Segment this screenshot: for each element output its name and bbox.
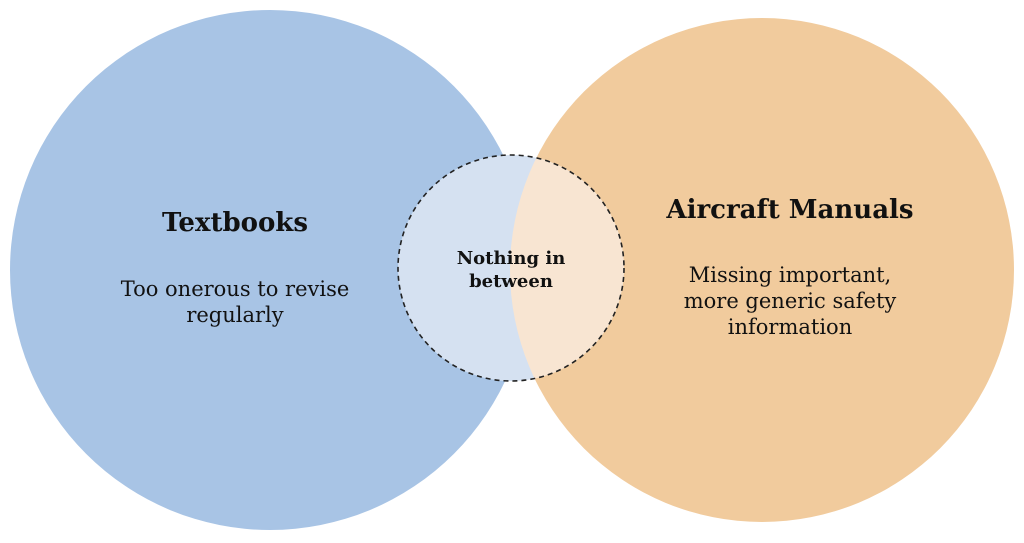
right-set-description: Missing important, more generic safety i… (683, 263, 897, 339)
right-set-title: Aircraft Manuals (666, 195, 914, 225)
intersection-label: Nothing in between (456, 248, 566, 292)
intersection-outline (397, 154, 625, 382)
right-set-circle (510, 18, 1014, 522)
left-set-circle (10, 10, 530, 530)
left-set-description: Too onerous to revise regularly (120, 277, 350, 327)
left-set-title: Textbooks (162, 208, 308, 238)
